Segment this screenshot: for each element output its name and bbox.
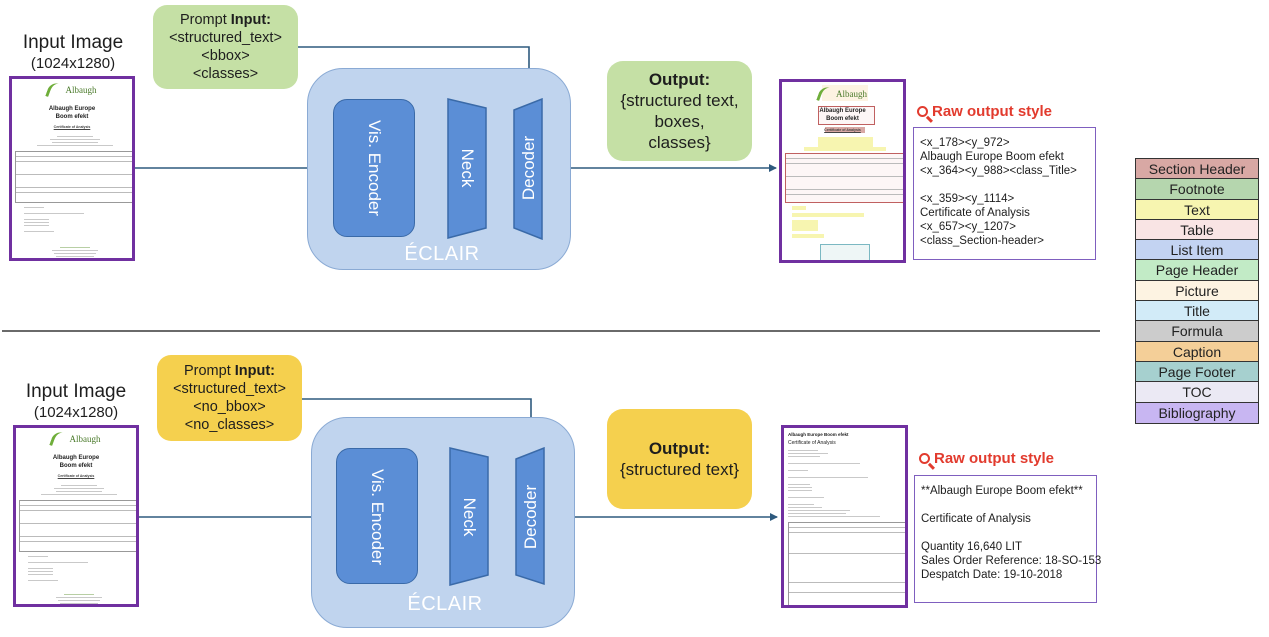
doc-title-line1: Albaugh Europe (48, 106, 96, 112)
input-image-dims: (1024x1280) (33, 404, 119, 421)
doc-title-line1: Albaugh Europe (819, 108, 866, 114)
legend-item-toc: TOC (1136, 382, 1258, 403)
input-image-title: Input Image (25, 381, 127, 402)
decoder-block (515, 447, 545, 586)
prompt-token: <classes> (192, 66, 259, 82)
raw-output-line: Certificate of Analysis (920, 207, 1030, 219)
page-footer-region (820, 244, 870, 260)
doc-section-header: Certificate of Analysis (53, 125, 91, 129)
neck-block (447, 98, 487, 239)
raw-output-line: **Albaugh Europe Boom efekt** (921, 485, 1083, 497)
doc-section-header: Certificate of Analysis (57, 474, 95, 478)
albaugh-logo: Albaugh (45, 80, 97, 102)
legend-item-footnote: Footnote (1136, 179, 1258, 200)
doc-title-line2: Boom efekt (59, 463, 93, 469)
input-document-thumbnail: Albaugh Albaugh Europe Boom efekt Certif… (9, 76, 135, 261)
legend-item-list-item: List Item (1136, 240, 1258, 261)
doc-title-line2: Boom efekt (826, 116, 859, 122)
output-line: classes} (648, 133, 711, 152)
legend-item-bibliography: Bibliography (1136, 402, 1258, 423)
picture-region (822, 85, 868, 101)
albaugh-logo: Albaugh (815, 84, 867, 106)
raw-output-line: Despatch Date: 19-10-2018 (921, 569, 1063, 581)
legend-item-text: Text (1136, 199, 1258, 220)
markdown-output-document: Albaugh Europe Boom efekt Certificate of… (781, 425, 908, 608)
section-header-region (825, 127, 865, 133)
text-region (818, 137, 873, 147)
input-document-thumbnail: Albaugh Albaugh Europe Boom efekt Certif… (13, 425, 139, 607)
output-line: boxes, (654, 112, 705, 131)
raw-output-box: <x_178><y_972> Albaugh Europe Boom efekt… (913, 127, 1096, 260)
raw-output-line: Sales Order Reference: 18-SO-153 (921, 555, 1102, 567)
decoder-block (513, 98, 543, 240)
output-box: Output: {structured text, boxes, classes… (607, 61, 752, 161)
vis-encoder-label: Vis. Encoder (368, 468, 387, 566)
md-title: Albaugh Europe Boom efekt (788, 432, 849, 437)
legend-item-page-header: Page Header (1136, 260, 1258, 281)
prompt-input-box: Prompt Input: <structured_text> <bbox> <… (153, 5, 298, 89)
legend-item-section-header: Section Header (1136, 159, 1258, 180)
vis-encoder-block (336, 448, 418, 584)
prompt-input-heading: Prompt Input: (183, 363, 276, 379)
raw-output-line: Albaugh Europe Boom efekt (920, 151, 1064, 163)
legend-item-caption: Caption (1136, 341, 1258, 362)
prompt-token: <bbox> (201, 48, 250, 64)
neck-label: Neck (460, 497, 479, 537)
prompt-token: <structured_text> (173, 381, 286, 397)
output-line: {structured text} (619, 460, 740, 479)
output-heading: Output: (648, 70, 711, 89)
raw-output-heading: Raw output style (917, 103, 1052, 120)
eclair-label: ÉCLAIR (407, 593, 483, 615)
raw-output-line: <x_178><y_972> (920, 137, 1010, 149)
prompt-input-box: Prompt Input: <structured_text> <no_bbox… (157, 355, 302, 441)
section-divider (2, 330, 1100, 332)
legend-item-table: Table (1136, 219, 1258, 241)
magnifier-icon (917, 106, 928, 117)
md-table (788, 522, 905, 605)
input-image-title: Input Image (22, 32, 124, 53)
prompt-token: <no_classes> (184, 417, 275, 433)
text-region (804, 147, 886, 151)
raw-output-heading: Raw output style (919, 450, 1054, 467)
vis-encoder-block (333, 99, 415, 237)
prompt-token: <no_bbox> (193, 399, 266, 415)
prompt-token: <structured_text> (169, 30, 282, 46)
md-section: Certificate of Analysis (788, 440, 836, 446)
legend-item-page-footer: Page Footer (1136, 361, 1258, 383)
raw-output-box: **Albaugh Europe Boom efekt** Certificat… (914, 475, 1102, 603)
raw-output-line: <class_Section-header> (920, 235, 1045, 247)
albaugh-logo: Albaugh (49, 429, 101, 451)
doc-title-line2: Boom efekt (55, 114, 89, 120)
doc-table (15, 151, 132, 203)
class-legend: Section Header Footnote Text Table List … (1135, 158, 1259, 424)
decoder-label: Decoder (521, 484, 540, 550)
doc-section-header: Certificate of Analysis (824, 128, 861, 132)
input-image-dims: (1024x1280) (30, 55, 116, 72)
neck-block (449, 447, 489, 586)
prompt-input-heading: Prompt Input: (179, 12, 272, 28)
doc-table (19, 500, 136, 552)
annotated-output-document: Albaugh Albaugh Europe Boom efekt Certif… (779, 79, 906, 263)
raw-output-line: <x_657><y_1207> (920, 221, 1016, 233)
output-line: {structured text, (620, 91, 739, 110)
output-box: Output: {structured text} (607, 409, 752, 509)
output-heading: Output: (648, 439, 711, 458)
legend-item-formula: Formula (1136, 321, 1258, 342)
raw-output-line: Certificate of Analysis (921, 513, 1031, 525)
title-region (818, 106, 875, 125)
magnifier-icon (919, 453, 930, 464)
legend-item-picture: Picture (1136, 280, 1258, 302)
doc-title-line1: Albaugh Europe (52, 455, 100, 461)
legend-item-title: Title (1136, 301, 1258, 322)
neck-label: Neck (458, 148, 477, 188)
vis-encoder-label: Vis. Encoder (365, 119, 384, 217)
raw-output-line: <x_364><y_988><class_Title> (920, 165, 1077, 177)
table-region (785, 153, 903, 203)
raw-output-line: Quantity 16,640 LIT (921, 541, 1023, 553)
raw-output-line: <x_359><y_1114> (920, 193, 1015, 205)
decoder-label: Decoder (519, 135, 538, 201)
eclair-label: ÉCLAIR (404, 243, 480, 265)
